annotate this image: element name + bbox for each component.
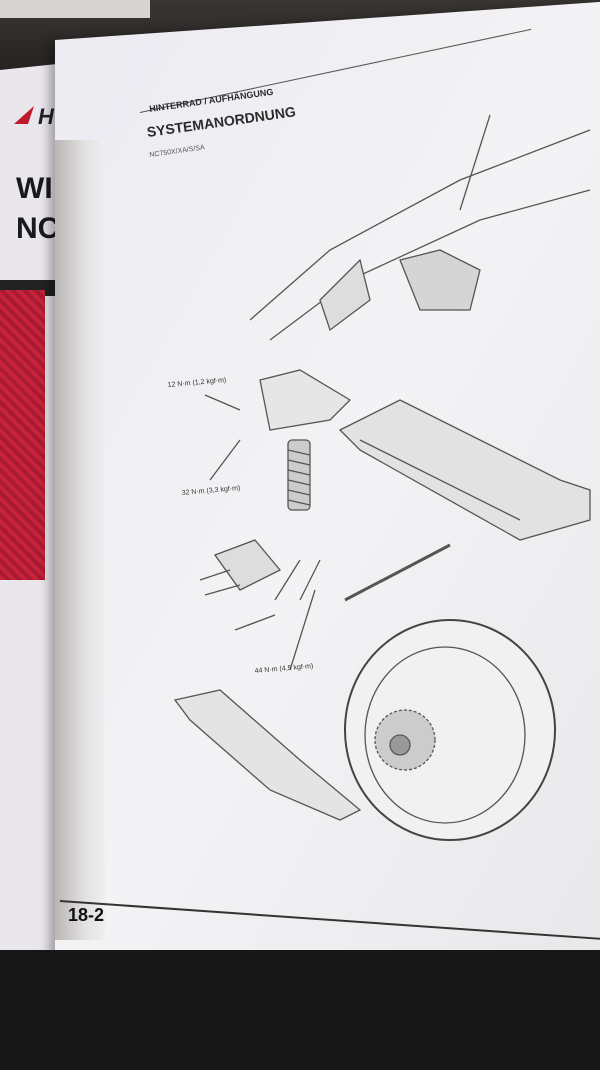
chain-guard	[173, 689, 362, 821]
shock-absorber	[287, 439, 311, 511]
page-number: 18-2	[68, 905, 105, 925]
paper-scrap	[0, 0, 150, 18]
subframe	[249, 129, 591, 341]
cover-red-pattern	[0, 290, 45, 580]
bottom-shadow	[0, 950, 600, 1070]
page-spine-shadow	[55, 140, 105, 940]
cover-title-line2: NC	[16, 212, 60, 245]
linkage	[199, 539, 321, 631]
footpeg-bracket	[259, 369, 352, 431]
axle	[344, 543, 451, 602]
swingarm	[338, 399, 591, 541]
rear-wheel	[344, 619, 556, 841]
cover-title-line1: WI	[16, 172, 53, 205]
leader-lines	[204, 114, 491, 671]
